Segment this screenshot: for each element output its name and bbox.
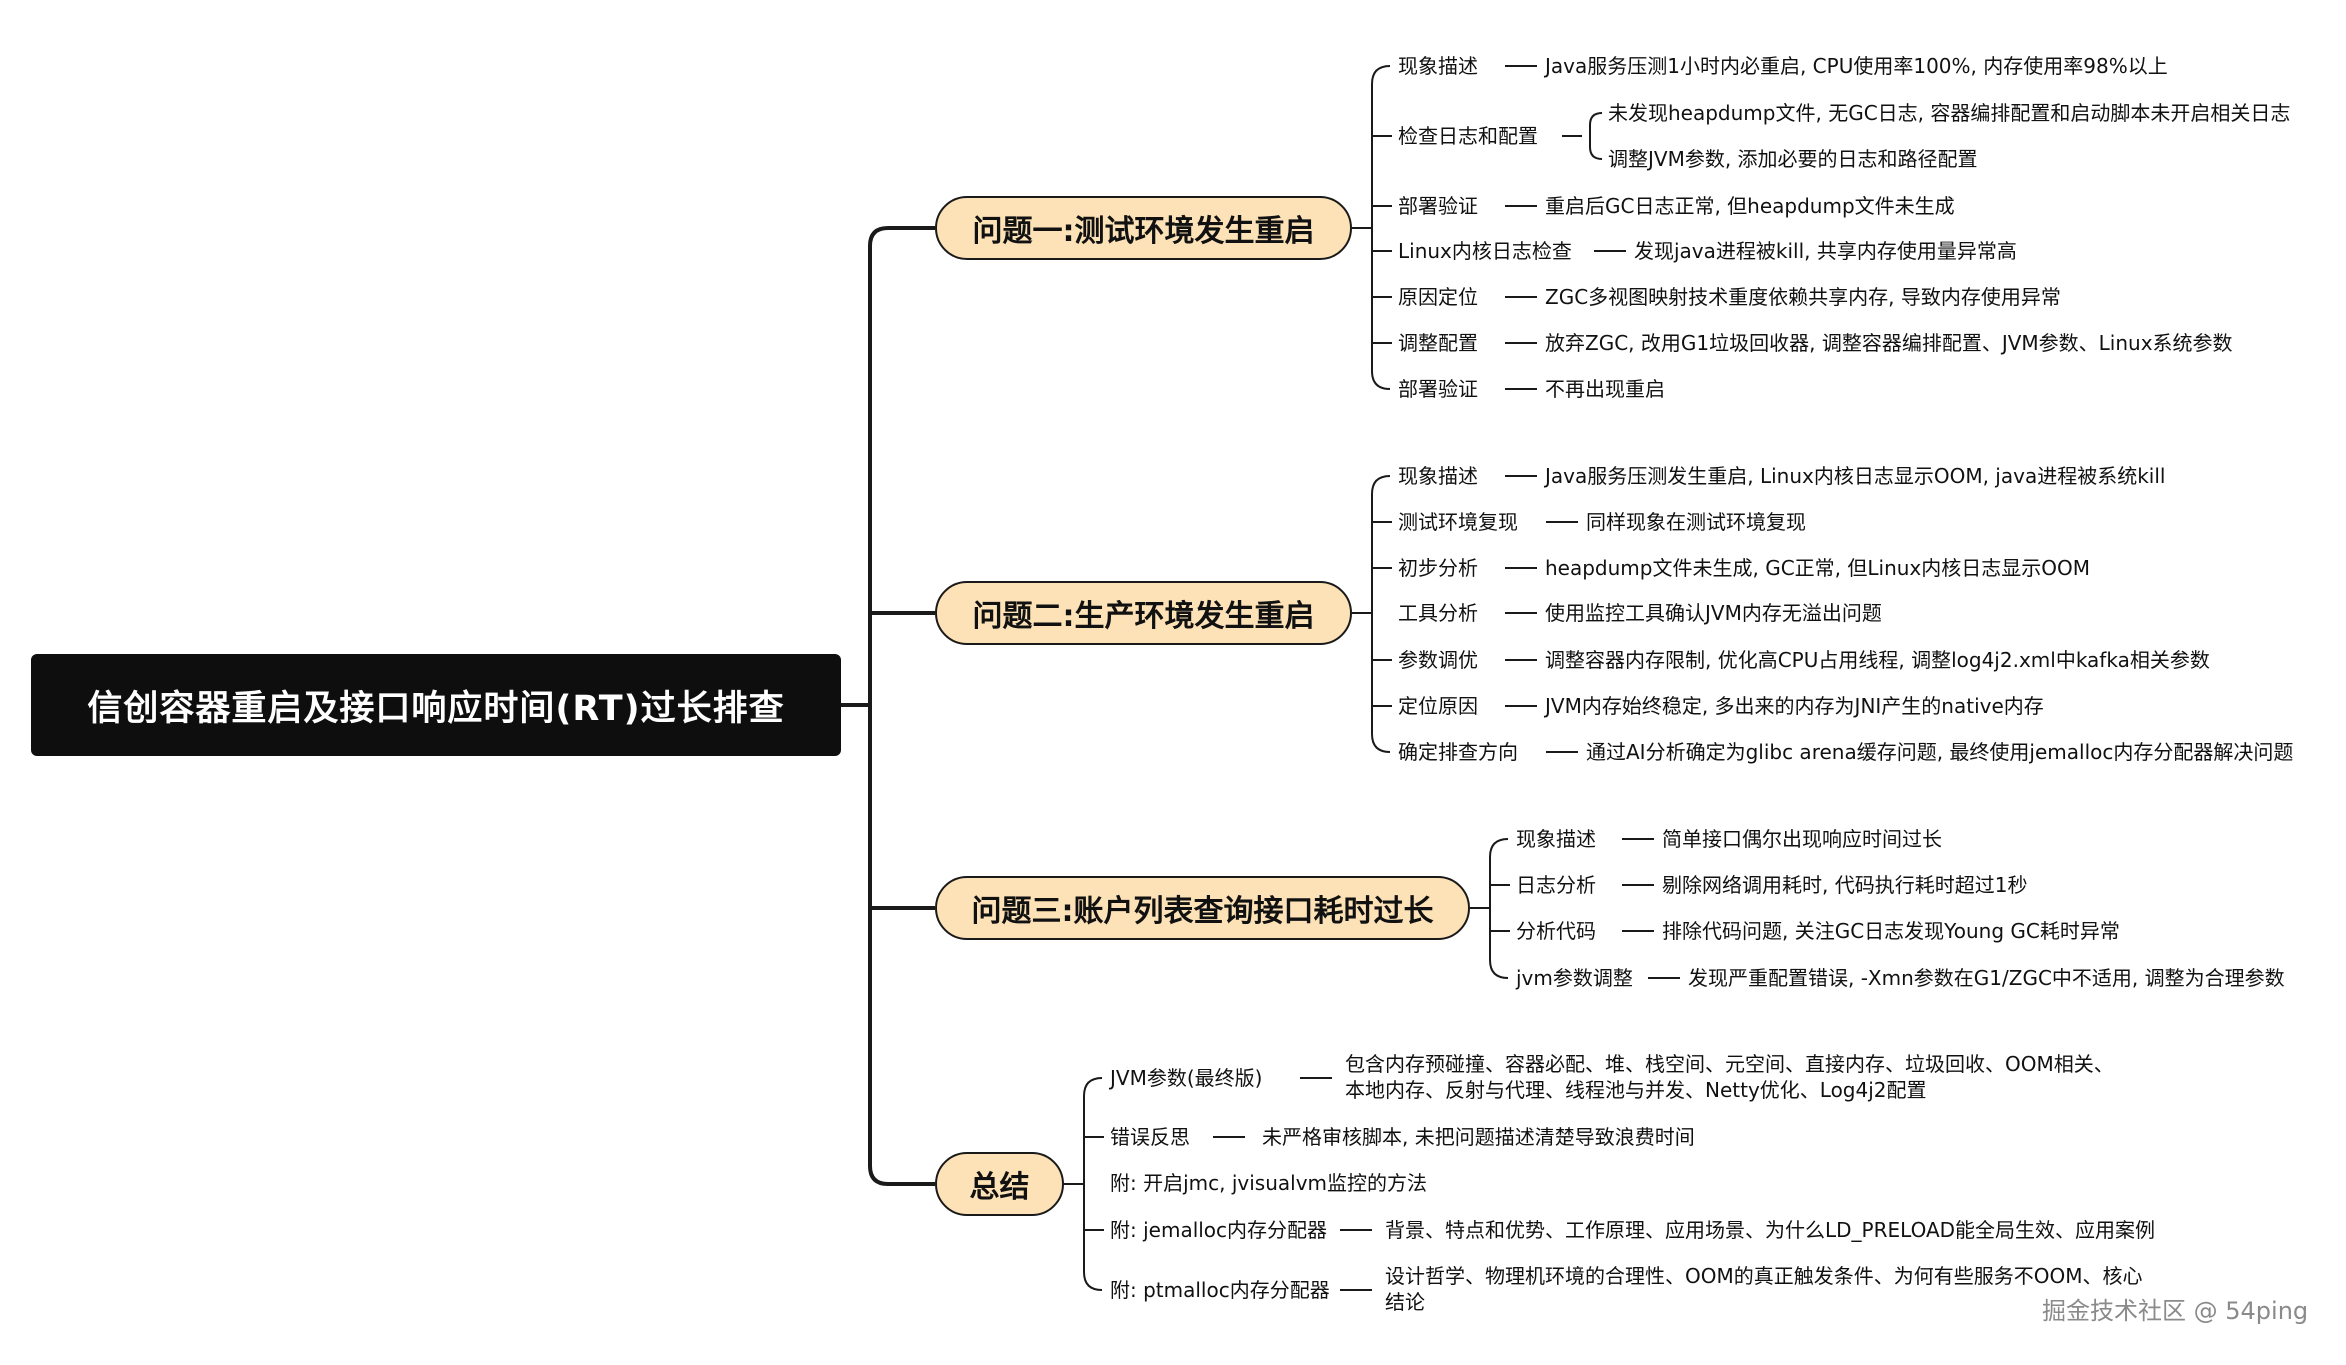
item-detail: 同样现象在测试环境复现	[1586, 510, 1806, 534]
item-detail: Java服务压测1小时内必重启, CPU使用率100%, 内存使用率98%以上	[1545, 54, 2168, 78]
watermark: 掘金技术社区 @ 54ping	[2042, 1297, 2309, 1325]
item-label[interactable]: jvm参数调整	[1516, 966, 1633, 990]
item-label[interactable]: Linux内核日志检查	[1398, 239, 1572, 263]
item-label[interactable]: 工具分析	[1398, 601, 1478, 625]
item-label[interactable]: 附: ptmalloc内存分配器	[1110, 1278, 1330, 1302]
item-detail: 使用监控工具确认JVM内存无溢出问题	[1545, 601, 1882, 625]
item-detail: 调整容器内存限制, 优化高CPU占用线程, 调整log4j2.xml中kafka…	[1545, 648, 2210, 672]
branch-problem-1[interactable]: 问题一:测试环境发生重启	[935, 196, 1352, 260]
item-detail: 排除代码问题, 关注GC日志发现Young GC耗时异常	[1662, 919, 2120, 943]
item-detail: heapdump文件未生成, GC正常, 但Linux内核日志显示OOM	[1545, 556, 2090, 580]
item-label[interactable]: 现象描述	[1398, 464, 1478, 488]
item-label[interactable]: JVM参数(最终版)	[1110, 1066, 1263, 1090]
branch-summary[interactable]: 总结	[935, 1152, 1064, 1216]
item-label[interactable]: 部署验证	[1398, 194, 1478, 218]
item-label[interactable]: 分析代码	[1516, 919, 1596, 943]
item-label[interactable]: 原因定位	[1398, 285, 1478, 309]
item-label[interactable]: 附: jemalloc内存分配器	[1110, 1218, 1328, 1242]
item-label[interactable]: 现象描述	[1398, 54, 1478, 78]
item-detail: 发现严重配置错误, -Xmn参数在G1/ZGC中不适用, 调整为合理参数	[1688, 966, 2285, 990]
item-label[interactable]: 初步分析	[1398, 556, 1478, 580]
root-topic[interactable]: 信创容器重启及接口响应时间(RT)过长排查	[31, 654, 841, 756]
item-detail: 不再出现重启	[1545, 377, 1665, 401]
item-detail: ZGC多视图映射技术重度依赖共享内存, 导致内存使用异常	[1545, 285, 2061, 309]
item-detail: 放弃ZGC, 改用G1垃圾回收器, 调整容器编排配置、JVM参数、Linux系统…	[1545, 331, 2233, 355]
item-label[interactable]: 确定排查方向	[1398, 740, 1518, 764]
item-label[interactable]: 测试环境复现	[1398, 510, 1518, 534]
item-label[interactable]: 现象描述	[1516, 827, 1596, 851]
item-detail: 简单接口偶尔出现响应时间过长	[1662, 827, 1942, 851]
item-detail: 设计哲学、物理机环境的合理性、OOM的真正触发条件、为何有些服务不OOM、核心结…	[1385, 1264, 2143, 1314]
item-label[interactable]: 参数调优	[1398, 648, 1478, 672]
item-label[interactable]: 部署验证	[1398, 377, 1478, 401]
item-label[interactable]: 调整配置	[1398, 331, 1478, 355]
item-detail: Java服务压测发生重启, Linux内核日志显示OOM, java进程被系统k…	[1545, 464, 2166, 488]
item-detail: 未严格审核脚本, 未把问题描述清楚导致浪费时间	[1262, 1125, 1695, 1149]
item-detail: JVM内存始终稳定, 多出来的内存为JNI产生的native内存	[1545, 694, 2044, 718]
item-detail: 通过AI分析确定为glibc arena缓存问题, 最终使用jemalloc内存…	[1586, 740, 2294, 764]
item-detail: 发现java进程被kill, 共享内存使用量异常高	[1634, 239, 2017, 263]
item-label[interactable]: 定位原因	[1398, 694, 1478, 718]
item-detail: 调整JVM参数, 添加必要的日志和路径配置	[1608, 147, 1978, 171]
item-label[interactable]: 错误反思	[1110, 1125, 1190, 1149]
item-detail: 未发现heapdump文件, 无GC日志, 容器编排配置和启动脚本未开启相关日志	[1608, 101, 2291, 125]
item-detail: 重启后GC日志正常, 但heapdump文件未生成	[1545, 194, 1955, 218]
item-label[interactable]: 附: 开启jmc, jvisualvm监控的方法	[1110, 1171, 1428, 1195]
branch-problem-2[interactable]: 问题二:生产环境发生重启	[935, 581, 1352, 645]
item-detail: 包含内存预碰撞、容器必配、堆、栈空间、元空间、直接内存、垃圾回收、OOM相关、本…	[1345, 1052, 2114, 1102]
item-detail: 背景、特点和优势、工作原理、应用场景、为什么LD_PRELOAD能全局生效、应用…	[1385, 1218, 2156, 1242]
item-label[interactable]: 检查日志和配置	[1398, 124, 1538, 148]
item-label[interactable]: 日志分析	[1516, 873, 1596, 897]
item-detail: 剔除网络调用耗时, 代码执行耗时超过1秒	[1662, 873, 2028, 897]
branch-problem-3[interactable]: 问题三:账户列表查询接口耗时过长	[935, 876, 1470, 940]
